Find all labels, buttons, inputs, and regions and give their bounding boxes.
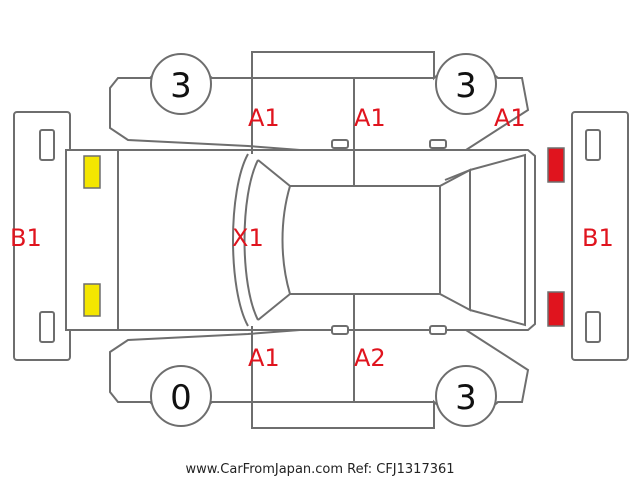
tire-bottom-rear: 3 [435,365,497,427]
car-body-top-view [65,149,536,331]
label-rear-bumper: B1 [582,224,614,252]
tire-bottom-front-value: 0 [170,378,192,418]
headlight-bottom [83,283,101,317]
label-lower-front-door: A1 [248,344,280,372]
tire-top-rear-value: 3 [455,66,477,106]
label-upper-rear-quarter: A1 [494,104,526,132]
taillight-top [547,147,565,183]
label-lower-rear-door: A2 [354,344,386,372]
rear-bumper [571,111,629,361]
tire-bottom-rear-value: 3 [455,378,477,418]
headlight-top [83,155,101,189]
tire-bottom-front: 0 [150,365,212,427]
tire-top-rear: 3 [435,53,497,115]
label-front-bumper: B1 [10,224,42,252]
tire-top-front-value: 3 [170,66,192,106]
label-upper-front-door: A1 [248,104,280,132]
taillight-bottom [547,291,565,327]
label-bonnet: X1 [232,224,264,252]
label-upper-rear-door: A1 [354,104,386,132]
tire-top-front: 3 [150,53,212,115]
watermark-text: www.CarFromJapan.com Ref: CFJ1317361 [185,462,454,477]
